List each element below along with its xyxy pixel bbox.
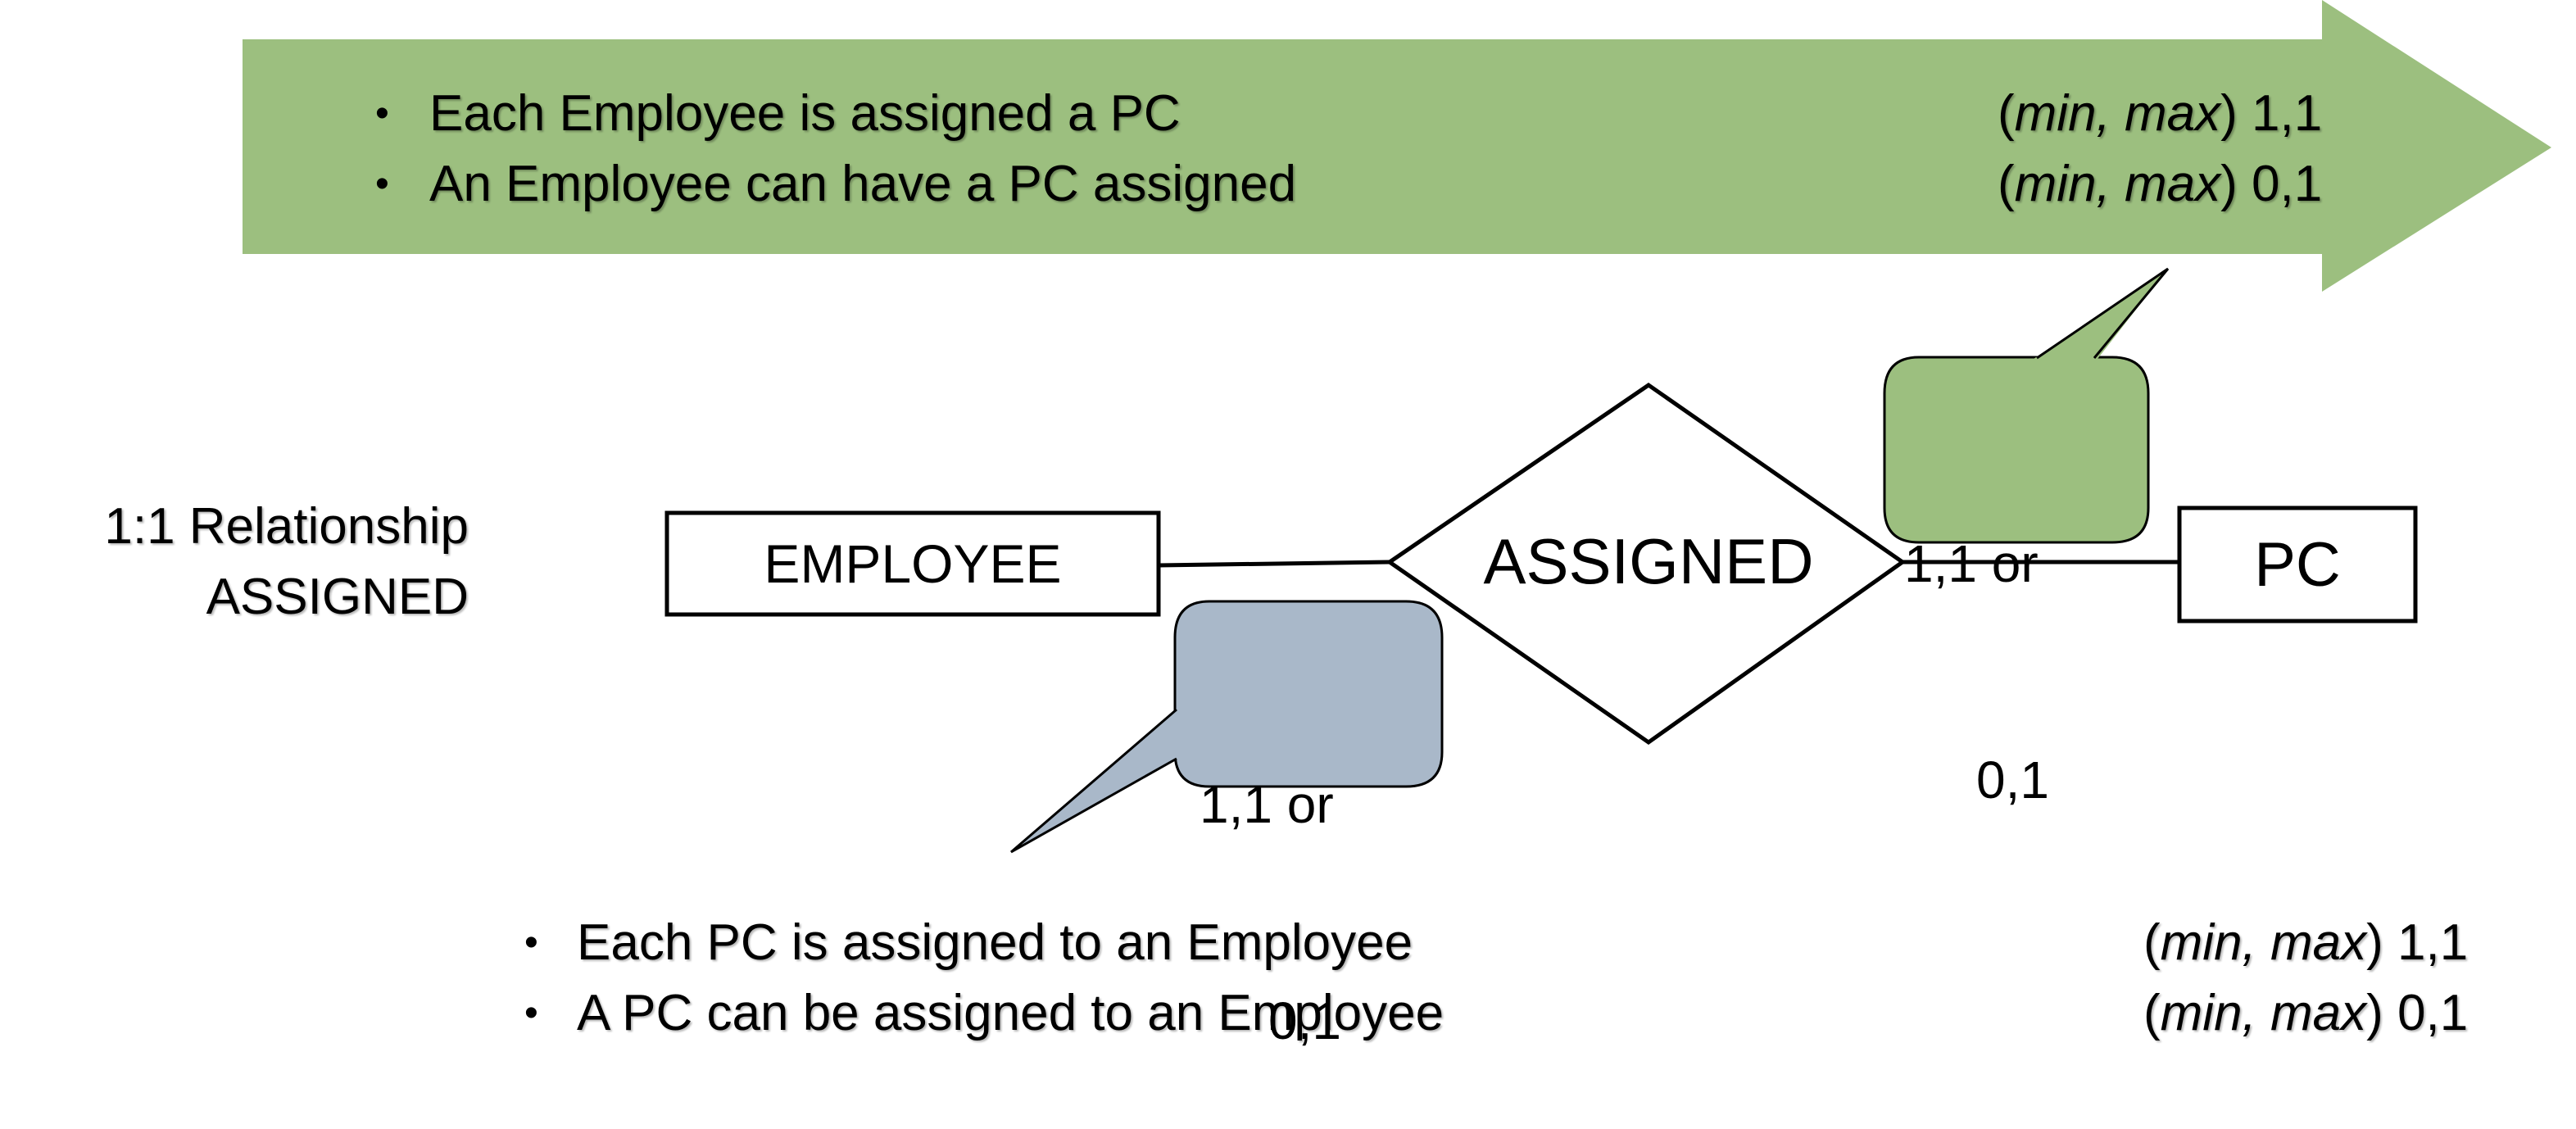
minmax-label: min, max <box>2014 156 2221 212</box>
pc-entity-box <box>2177 506 2418 623</box>
top-banner-item-2-text: An Employee can have a PC assigned <box>429 156 1297 212</box>
paren-close: ) <box>2220 85 2238 142</box>
paren-open: ( <box>2143 985 2161 1041</box>
paren-close: ) <box>2366 985 2383 1041</box>
bullet: • <box>524 921 538 964</box>
bottom-list-item-1-cardinality: (min, max) 1,1 <box>2143 908 2468 978</box>
side-label-line-2: ASSIGNED <box>206 569 469 625</box>
blue-callout-shape <box>1173 600 1444 788</box>
employee-entity-box <box>664 510 1161 617</box>
minmax-label: min, max <box>2160 985 2367 1041</box>
paren-open: ( <box>2143 914 2161 971</box>
top-banner-item-2-cardinality: (min, max) 0,1 <box>1998 149 2322 220</box>
green-callout-text: 1,1 or 0,1 <box>1904 383 2049 888</box>
paren-close: ) <box>2366 914 2383 971</box>
pc-entity-label: PC <box>2254 529 2341 600</box>
relationship-label: ASSIGNED <box>1483 524 1814 597</box>
green-callout-line-2: 0,1 <box>1976 750 2049 809</box>
diagram-canvas <box>243 0 2551 854</box>
relationship-diamond <box>1386 382 1907 746</box>
paren-close: ) <box>2220 156 2238 212</box>
blue-callout-line-2: 0,1 <box>1268 991 1341 1050</box>
blue-callout-pointer-outline <box>1010 708 1177 854</box>
green-callout-shape <box>1883 356 2150 544</box>
cardinality-value: 0,1 <box>2252 156 2323 212</box>
bullet: • <box>375 92 389 135</box>
green-callout-line-1: 1,1 or <box>1904 534 2039 593</box>
side-label: 1:1 Relationship ASSIGNED <box>0 492 469 633</box>
cardinality-value: 1,1 <box>2397 914 2469 971</box>
paren-open: ( <box>1998 85 2015 142</box>
top-banner-item-1-cardinality: (min, max) 1,1 <box>1998 79 2322 149</box>
bottom-list-item-2-text: A PC can be assigned to an Employee <box>577 985 1444 1041</box>
side-label-line-1: 1:1 Relationship <box>104 498 469 555</box>
bottom-list-item-1-text: Each PC is assigned to an Employee <box>577 914 1413 971</box>
employee-entity-label: EMPLOYEE <box>764 533 1062 594</box>
blue-callout-line-1: 1,1 or <box>1200 775 1334 834</box>
top-arrow-banner <box>243 0 2551 292</box>
cardinality-value: 1,1 <box>2252 85 2323 142</box>
minmax-label: min, max <box>2014 85 2221 142</box>
bullet: • <box>524 991 538 1035</box>
paren-open: ( <box>1998 156 2015 212</box>
employee-relationship-line <box>1158 560 1390 568</box>
bullet: • <box>375 162 389 206</box>
cardinality-value: 0,1 <box>2397 985 2469 1041</box>
minmax-label: min, max <box>2160 914 2367 971</box>
bottom-list-item-2-cardinality: (min, max) 0,1 <box>2143 978 2468 1049</box>
green-callout-pointer-outline <box>2036 267 2170 360</box>
blue-callout-text: 1,1 or 0,1 <box>1200 624 1341 1129</box>
top-banner-item-1-text: Each Employee is assigned a PC <box>429 85 1181 142</box>
